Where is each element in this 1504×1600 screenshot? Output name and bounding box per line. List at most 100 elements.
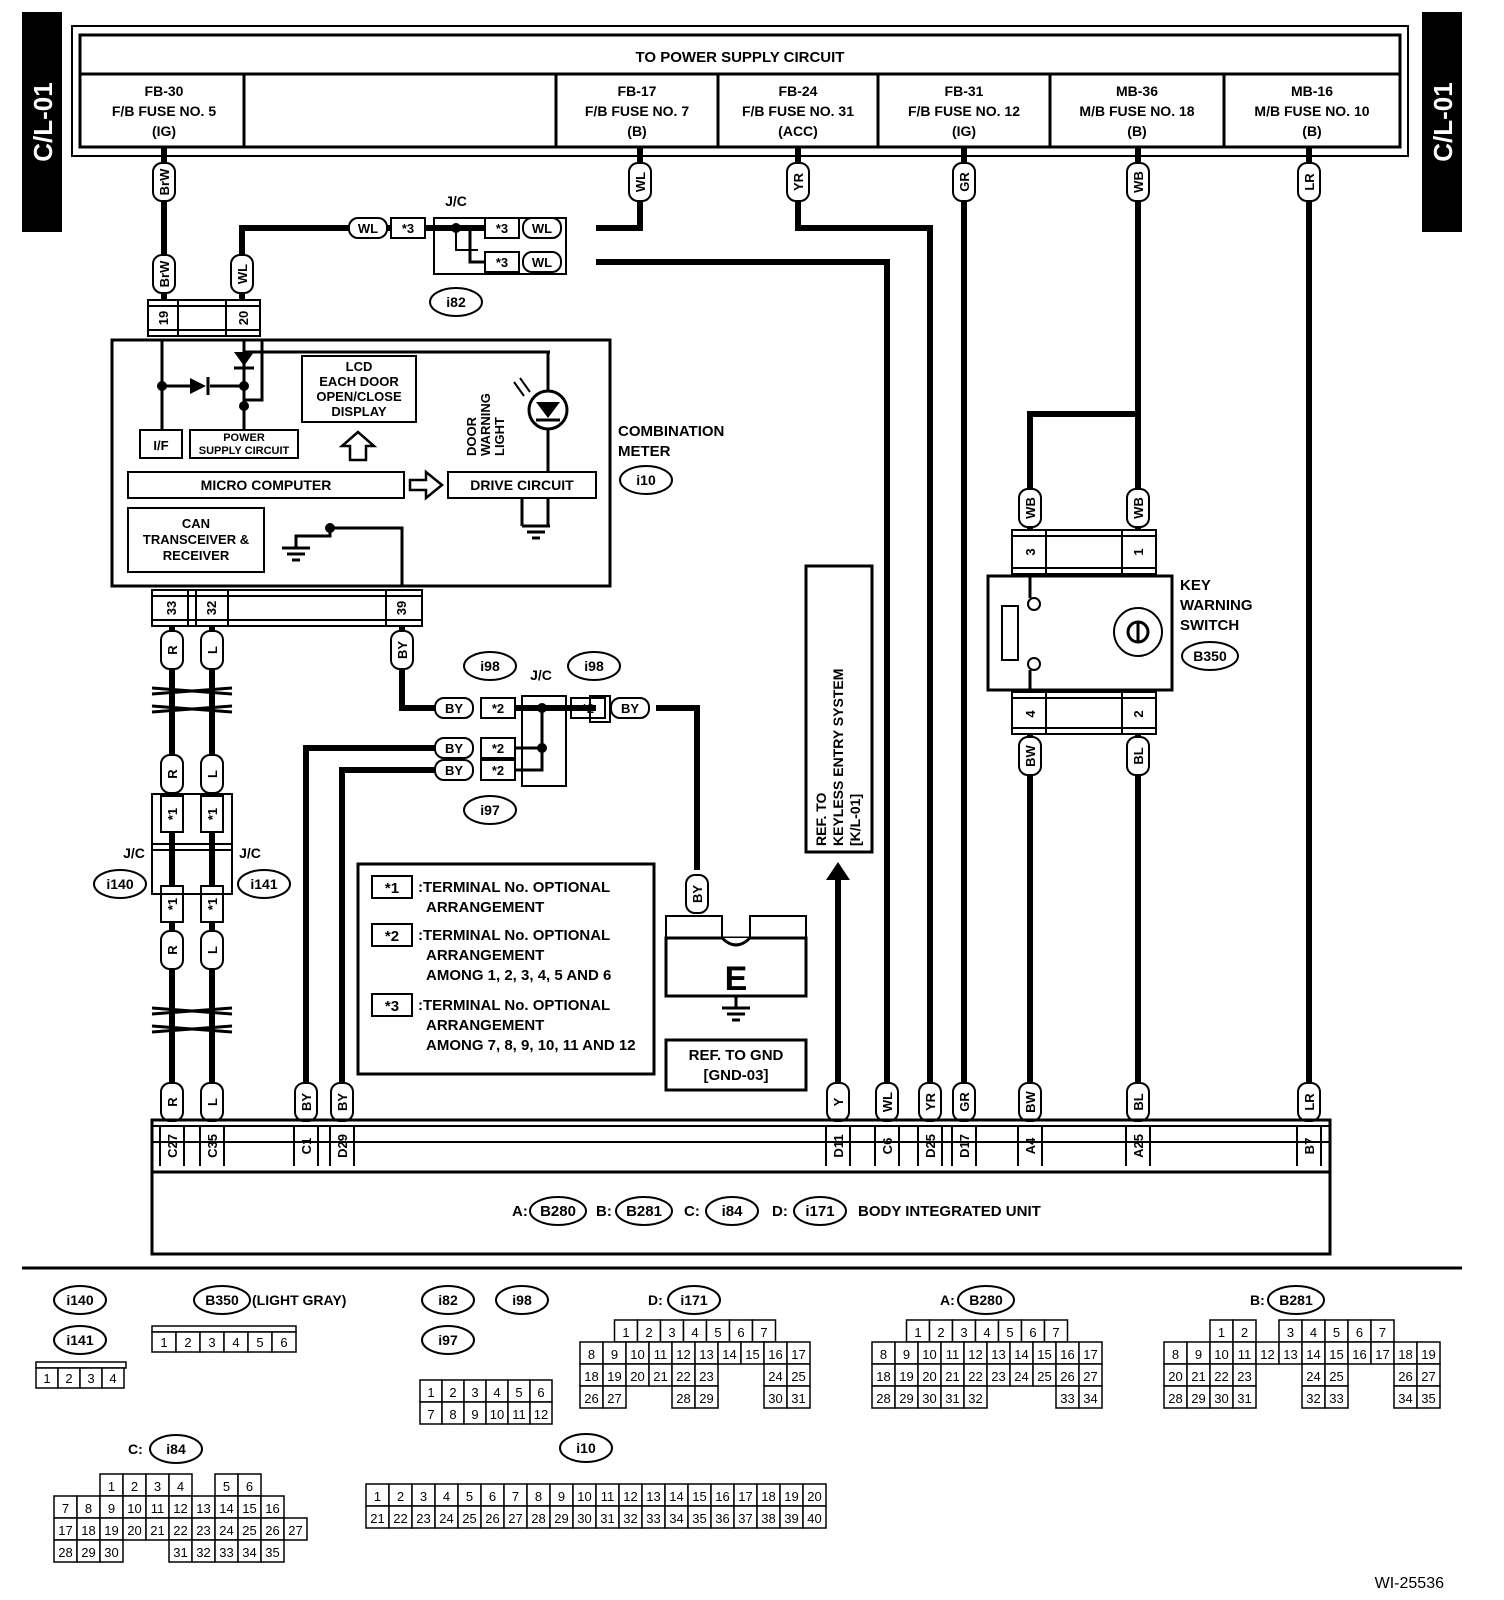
svg-text:C:: C: <box>684 1203 700 1220</box>
svg-text:MB-16: MB-16 <box>1291 83 1333 99</box>
svg-text:16: 16 <box>1352 1347 1366 1362</box>
svg-text:15: 15 <box>692 1489 706 1504</box>
svg-text:3: 3 <box>668 1325 675 1340</box>
svg-text:21: 21 <box>1191 1369 1205 1384</box>
wire-label-GR: GR <box>952 1082 976 1122</box>
svg-text:30: 30 <box>577 1511 591 1526</box>
svg-text:1: 1 <box>1131 548 1146 555</box>
svg-text:B:: B: <box>596 1203 612 1220</box>
svg-text:LR: LR <box>1302 1093 1317 1111</box>
svg-text:31: 31 <box>945 1391 959 1406</box>
jc-i140-i141: J/C i140 J/C i141 <box>93 793 291 899</box>
svg-text:C:: C: <box>128 1441 143 1457</box>
svg-text:BY: BY <box>445 701 463 716</box>
svg-text::TERMINAL No. OPTIONAL: :TERMINAL No. OPTIONAL <box>418 997 610 1014</box>
svg-text:6: 6 <box>1029 1325 1036 1340</box>
wire-label-WL: WL <box>628 162 652 202</box>
svg-text:2: 2 <box>65 1371 72 1386</box>
svg-text:33: 33 <box>646 1511 660 1526</box>
svg-text:14: 14 <box>722 1347 736 1362</box>
terminal-mark-s1: *1 <box>160 795 184 833</box>
svg-text:2: 2 <box>184 1335 191 1350</box>
svg-text:MICRO COMPUTER: MICRO COMPUTER <box>201 477 332 493</box>
wire-label-L: L <box>200 1082 224 1122</box>
svg-text:19: 19 <box>607 1369 621 1384</box>
svg-text:9: 9 <box>558 1489 565 1504</box>
svg-text:[GND-03]: [GND-03] <box>703 1067 768 1084</box>
svg-text:3: 3 <box>471 1385 478 1400</box>
svg-text:C/L-01: C/L-01 <box>28 82 58 161</box>
svg-text:4: 4 <box>443 1489 450 1504</box>
svg-text:(ACC): (ACC) <box>778 123 818 139</box>
svg-text:32: 32 <box>1306 1391 1320 1406</box>
svg-text:BW: BW <box>1023 1090 1038 1112</box>
svg-text:23: 23 <box>1237 1369 1251 1384</box>
svg-text:LIGHT: LIGHT <box>492 417 507 456</box>
svg-text:8: 8 <box>880 1347 887 1362</box>
svg-text:39: 39 <box>784 1511 798 1526</box>
svg-text:19: 19 <box>784 1489 798 1504</box>
svg-text:EACH DOOR: EACH DOOR <box>319 374 399 389</box>
svg-text:21: 21 <box>945 1369 959 1384</box>
svg-text:12: 12 <box>676 1347 690 1362</box>
svg-text:16: 16 <box>768 1347 782 1362</box>
biu-pin-d25: D25 <box>923 1134 938 1158</box>
svg-text:19: 19 <box>899 1369 913 1384</box>
svg-text:7: 7 <box>512 1489 519 1504</box>
svg-text:R: R <box>165 645 180 655</box>
svg-text:AMONG 7, 8, 9, 10, 11 AND 12: AMONG 7, 8, 9, 10, 11 AND 12 <box>426 1037 636 1054</box>
svg-text:2: 2 <box>645 1325 652 1340</box>
wire-label-BW: BW <box>1018 1082 1042 1122</box>
svg-text:D:: D: <box>772 1203 788 1220</box>
svg-text:29: 29 <box>899 1391 913 1406</box>
svg-text:10: 10 <box>630 1347 644 1362</box>
svg-text:40: 40 <box>807 1511 821 1526</box>
svg-text:22: 22 <box>393 1511 407 1526</box>
wire-label-R: R <box>160 630 184 670</box>
svg-text:TRANSCEIVER &: TRANSCEIVER & <box>143 532 249 547</box>
svg-text:8: 8 <box>449 1407 456 1422</box>
svg-text:BY: BY <box>445 741 463 756</box>
svg-text:WARNING: WARNING <box>478 393 493 456</box>
svg-text:29: 29 <box>554 1511 568 1526</box>
svg-text:4: 4 <box>177 1479 184 1494</box>
power-supply-header: TO POWER SUPPLY CIRCUIT FB-30F/B FUSE NO… <box>71 25 1409 157</box>
svg-text:21: 21 <box>150 1523 164 1538</box>
svg-text:REF. TO: REF. TO <box>813 792 829 846</box>
svg-text:F/B FUSE NO. 5: F/B FUSE NO. 5 <box>112 103 216 119</box>
svg-text:33: 33 <box>164 601 179 615</box>
svg-text:19: 19 <box>104 1523 118 1538</box>
svg-text:D:: D: <box>648 1292 663 1308</box>
svg-text:*2: *2 <box>492 741 504 756</box>
svg-text:2: 2 <box>1241 1325 1248 1340</box>
svg-text:16: 16 <box>715 1489 729 1504</box>
svg-text:MB-36: MB-36 <box>1116 83 1158 99</box>
svg-text:C/L-01: C/L-01 <box>1428 82 1458 161</box>
wire-label-BY: BY <box>390 630 414 670</box>
svg-text:*1: *1 <box>385 880 399 897</box>
svg-text:R: R <box>165 1097 180 1107</box>
svg-text:CAN: CAN <box>182 516 210 531</box>
svg-text:27: 27 <box>607 1391 621 1406</box>
svg-text:5: 5 <box>515 1385 522 1400</box>
svg-text:*2: *2 <box>385 928 399 945</box>
svg-text:L: L <box>205 646 220 654</box>
wire-label-BY: BY <box>434 737 474 759</box>
svg-text:3: 3 <box>208 1335 215 1350</box>
svg-text:33: 33 <box>1329 1391 1343 1406</box>
svg-text:L: L <box>205 946 220 954</box>
svg-text:i98: i98 <box>480 658 500 674</box>
svg-text:9: 9 <box>903 1347 910 1362</box>
svg-text:18: 18 <box>876 1369 890 1384</box>
svg-text:2: 2 <box>1131 710 1146 717</box>
wire-label-L: L <box>200 630 224 670</box>
wire-label-BL: BL <box>1126 1082 1150 1122</box>
svg-text:(B): (B) <box>1302 123 1321 139</box>
svg-text:35: 35 <box>692 1511 706 1526</box>
svg-text:M/B FUSE NO. 18: M/B FUSE NO. 18 <box>1079 103 1194 119</box>
svg-text:28: 28 <box>531 1511 545 1526</box>
svg-text:17: 17 <box>738 1489 752 1504</box>
svg-text:WL: WL <box>358 221 378 236</box>
wire-label-LR: LR <box>1297 162 1321 202</box>
